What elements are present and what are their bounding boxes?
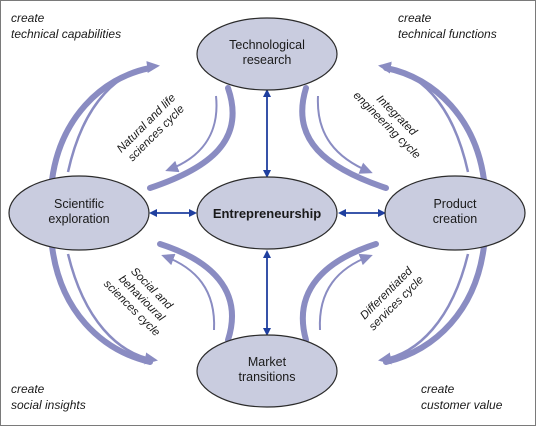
services-cycle-inner-thin <box>318 253 373 331</box>
engineering-cycle-inner-arc <box>299 85 389 191</box>
corner-bottom-left: create social insights <box>11 382 86 412</box>
corner-label-line: technical functions <box>398 27 497 41</box>
node-label-line: transitions <box>239 370 296 384</box>
natural-life-cycle-inner-thin <box>165 95 218 173</box>
engineering-cycle-inner-thin <box>316 95 373 174</box>
node-label-line: Scientific <box>54 197 104 211</box>
label-natural-life-cycle: Natural and life sciences cycle <box>115 92 187 164</box>
label-differentiated-services-cycle: Differentiated services cycle <box>358 265 426 333</box>
node-label-line: Product <box>433 197 477 211</box>
corner-label-line: create <box>398 11 432 25</box>
label-social-behavioural-cycle: Social and behavioural sciences cycle <box>101 265 175 338</box>
natural-life-cycle-inner-arc <box>147 85 236 191</box>
corner-label-line: technical capabilities <box>11 27 121 41</box>
corner-label-line: customer value <box>421 398 503 412</box>
node-label-line: research <box>243 53 292 67</box>
node-label-line: Market <box>248 355 287 369</box>
natural-life-cycle-outer-thick <box>49 65 153 183</box>
engineering-cycle-outer-thin <box>378 61 470 173</box>
node-technological-research: Technological research <box>196 17 338 91</box>
corner-top-left: create technical capabilities <box>11 11 121 41</box>
services-cycle-outer-thin <box>378 253 470 365</box>
services-cycle-outer-thick <box>383 243 487 365</box>
social-cycle-outer-thick <box>49 243 153 365</box>
node-scientific-exploration: Scientific exploration <box>8 175 150 251</box>
social-cycle-inner-thin <box>161 253 216 331</box>
social-cycle-inner-arc <box>157 241 235 343</box>
hub-label: Entrepreneurship <box>213 206 321 221</box>
node-product-creation: Product creation <box>384 175 526 251</box>
node-entrepreneurship: Entrepreneurship <box>196 176 338 250</box>
corner-top-right: create technical functions <box>398 11 497 41</box>
node-label-line: exploration <box>48 212 109 226</box>
node-label-line: Technological <box>229 38 305 52</box>
corner-label-line: create <box>11 11 45 25</box>
social-cycle-outer-thin <box>66 253 158 365</box>
corner-label-line: create <box>11 382 45 396</box>
node-market-transitions: Market transitions <box>196 334 338 408</box>
services-cycle-inner-arc <box>299 241 379 343</box>
label-integrated-engineering-cycle: Integrated engineering cycle <box>351 90 423 162</box>
corner-bottom-right: create customer value <box>421 382 503 412</box>
node-label-line: creation <box>433 212 478 226</box>
corner-label-line: create <box>421 382 455 396</box>
corner-label-line: social insights <box>11 398 86 412</box>
